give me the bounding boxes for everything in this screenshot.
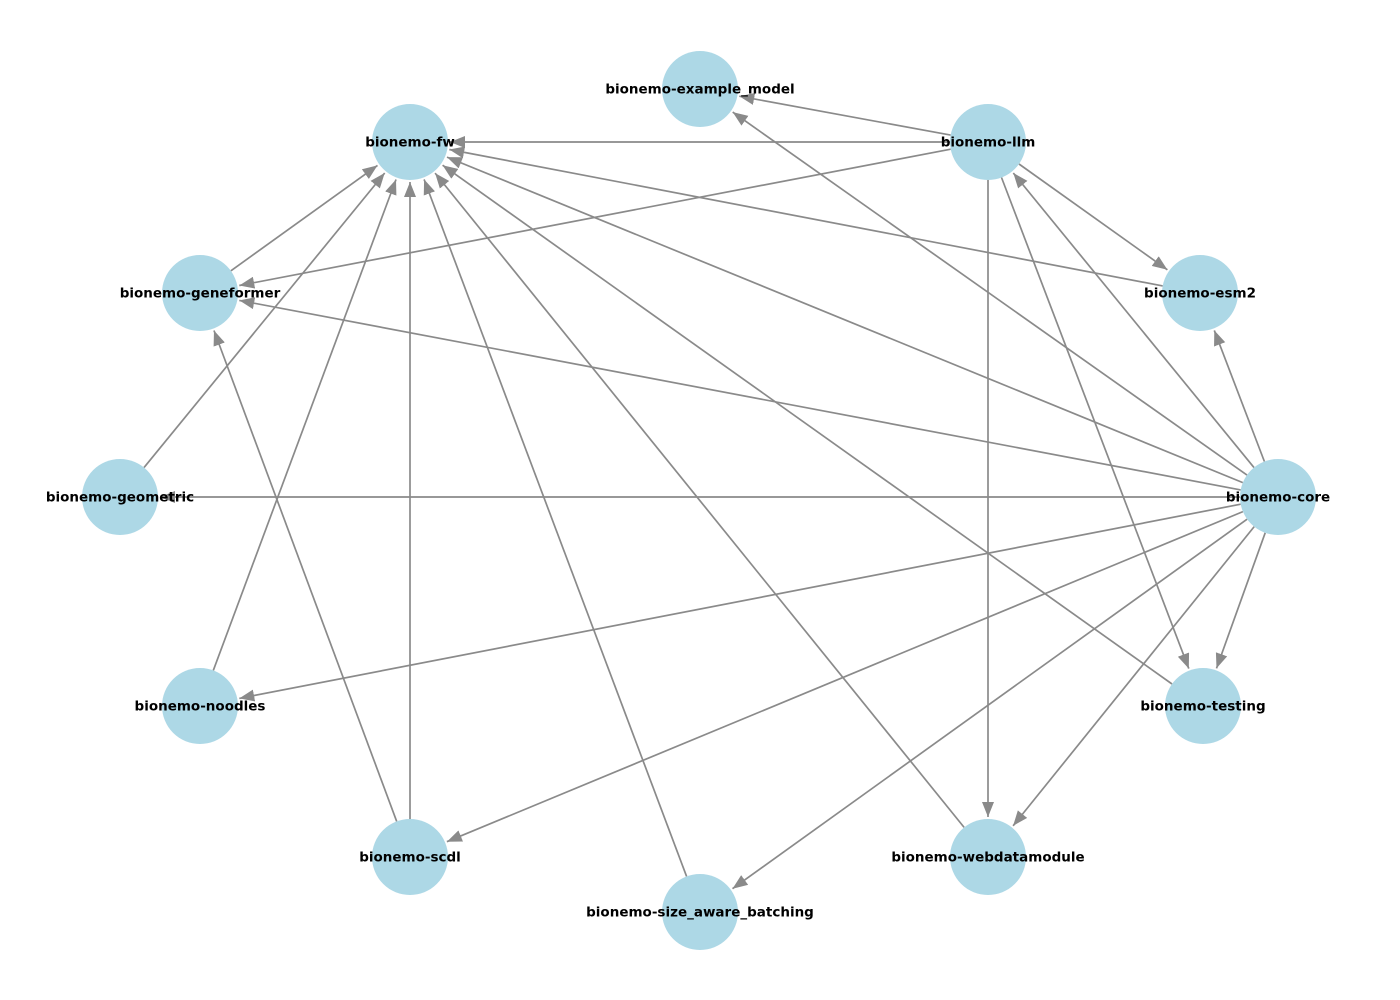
graph-node-llm: bionemo-llm bbox=[941, 104, 1035, 180]
node-circle-example_model bbox=[662, 51, 738, 127]
node-circle-fw bbox=[372, 104, 448, 180]
edge-layer bbox=[143, 93, 1266, 890]
graph-node-noodles: bionemo-noodles bbox=[135, 668, 265, 744]
edge-geneformer-to-fw bbox=[230, 164, 378, 272]
node-circle-size_aware_batching bbox=[662, 874, 738, 950]
graph-node-testing: bionemo-testing bbox=[1140, 668, 1266, 744]
node-layer: bionemo-example_model bionemo-fw bionemo-l… bbox=[46, 51, 1330, 950]
edge-llm-to-testing bbox=[1000, 177, 1190, 669]
node-circle-geometric bbox=[82, 459, 158, 535]
edge-core-to-llm bbox=[1012, 172, 1255, 469]
graph-node-esm2: bionemo-esm2 bbox=[1144, 255, 1256, 331]
edge-esm2-to-fw bbox=[449, 146, 1163, 287]
edge-core-to-noodles bbox=[239, 503, 1241, 702]
edge-core-to-testing bbox=[1215, 532, 1266, 669]
graph-node-example_model: bionemo-example_model bbox=[605, 51, 795, 127]
edge-testing-to-fw bbox=[442, 164, 1173, 685]
node-circle-esm2 bbox=[1162, 255, 1238, 331]
node-circle-core bbox=[1240, 459, 1316, 535]
graph-node-webdatamodule: bionemo-webdatamodule bbox=[891, 819, 1085, 895]
edge-core-to-webdatamodule bbox=[1012, 526, 1255, 827]
edge-core-to-example_model bbox=[732, 111, 1248, 476]
edge-webdatamodule-to-fw bbox=[434, 172, 965, 828]
node-circle-llm bbox=[950, 104, 1026, 180]
edge-core-to-fw bbox=[446, 156, 1244, 484]
node-circle-geneformer bbox=[162, 255, 238, 331]
edge-llm-to-esm2 bbox=[1018, 163, 1168, 271]
edge-core-to-esm2 bbox=[1213, 330, 1266, 462]
edge-core-to-geneformer bbox=[239, 297, 1241, 491]
node-circle-noodles bbox=[162, 668, 238, 744]
graph-node-geneformer: bionemo-geneformer bbox=[120, 255, 281, 331]
edge-llm-to-example_model bbox=[739, 93, 951, 136]
edge-core-to-scdl bbox=[446, 510, 1244, 843]
edge-geometric-to-fw bbox=[143, 172, 386, 469]
edge-size_aware_batching-to-fw bbox=[423, 179, 688, 877]
node-circle-testing bbox=[1165, 668, 1241, 744]
node-circle-webdatamodule bbox=[950, 819, 1026, 895]
graph-node-scdl: bionemo-scdl bbox=[359, 819, 461, 895]
graph-node-fw: bionemo-fw bbox=[365, 104, 455, 180]
graph-node-size_aware_batching: bionemo-size_aware_batching bbox=[586, 874, 814, 950]
edge-scdl-to-geneformer bbox=[213, 330, 398, 822]
edge-core-to-size_aware_batching bbox=[732, 518, 1248, 890]
edge-llm-to-geneformer bbox=[239, 148, 951, 289]
node-circle-scdl bbox=[372, 819, 448, 895]
edge-noodles-to-fw bbox=[212, 179, 397, 671]
